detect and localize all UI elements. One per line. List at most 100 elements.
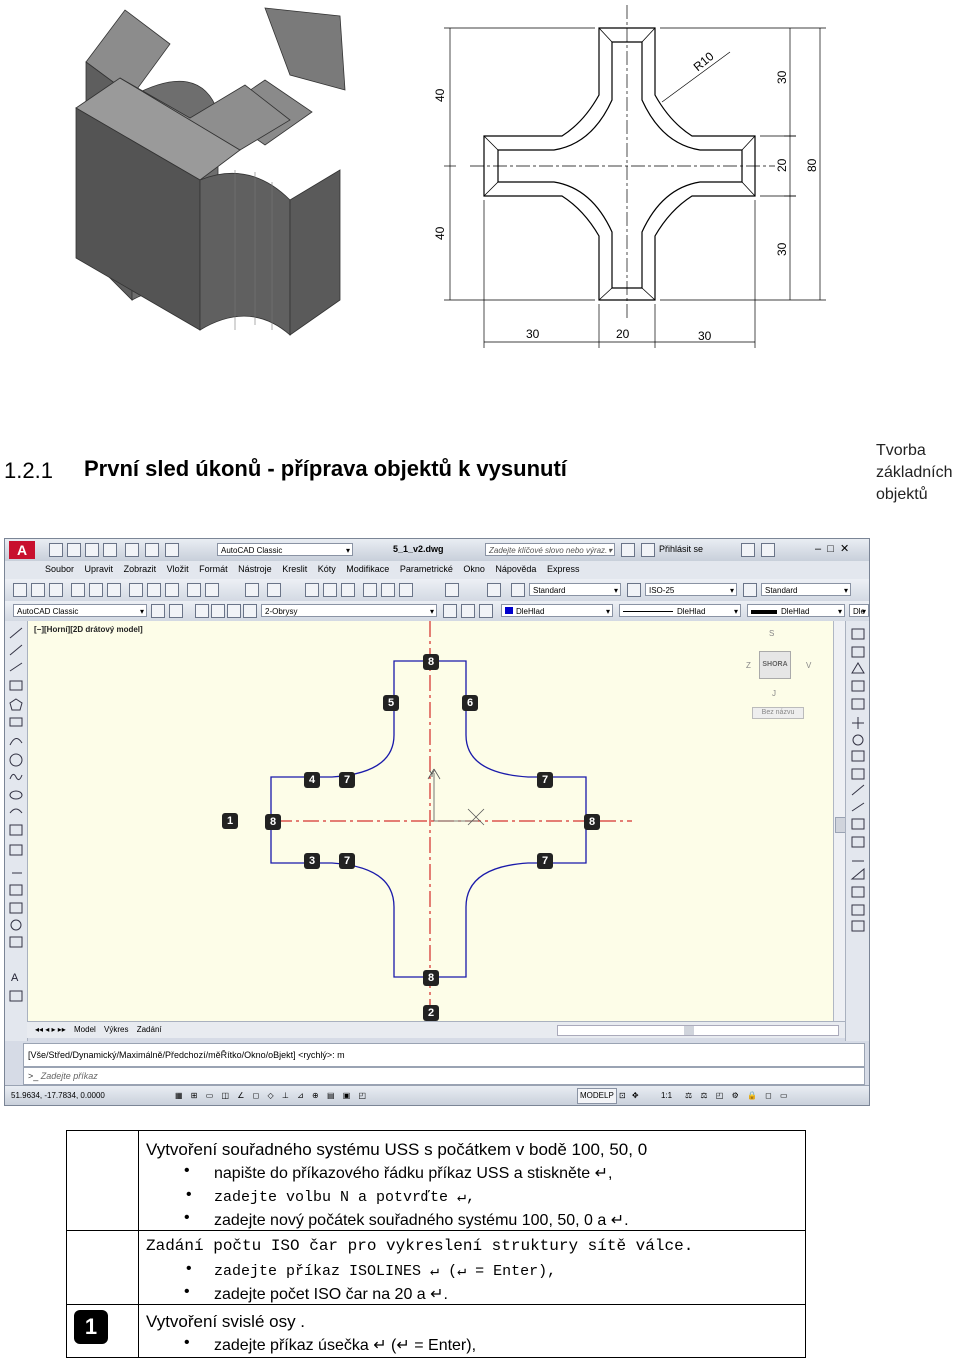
layer-match-icon[interactable] [479, 604, 493, 618]
menu-item[interactable]: Zobrazit [123, 564, 157, 574]
toolbar-icon[interactable] [71, 583, 85, 597]
workspace-select[interactable]: AutoCAD Classic [217, 543, 353, 557]
menu-item[interactable]: Soubor [45, 564, 75, 574]
undo-icon[interactable] [145, 543, 159, 557]
pan-icon[interactable] [305, 583, 319, 597]
toolbar-icon[interactable] [107, 583, 121, 597]
color-select[interactable]: DleHlad [501, 604, 613, 618]
viewport-icon[interactable] [243, 604, 257, 618]
open-file-icon[interactable] [67, 543, 81, 557]
undo-icon[interactable] [245, 583, 259, 597]
tab-nav-icon[interactable]: ◂◂ ◂ ▸ ▸▸ [35, 1025, 66, 1034]
viewcube-north[interactable]: S [769, 629, 775, 638]
toolbar-icon[interactable] [187, 583, 201, 597]
dim-style-select[interactable]: ISO-25 [645, 583, 737, 597]
toolbar-icon[interactable] [205, 583, 219, 597]
tab-model[interactable]: Model [74, 1025, 96, 1034]
layers-toolbar: AutoCAD Classic 2-Obrysy DleHlad DleHlad… [5, 601, 869, 622]
lineweight-select[interactable]: DleHlad [747, 604, 845, 618]
point-badge: 3 [304, 853, 320, 869]
layer-select[interactable]: 2-Obrysy [261, 604, 437, 618]
linetype-select[interactable]: DleHlad [619, 604, 741, 618]
scroll-thumb[interactable] [684, 1026, 694, 1035]
viewcube-east[interactable]: V [806, 661, 812, 670]
exchange-icon[interactable] [741, 543, 755, 557]
tool-palettes-icon[interactable] [399, 583, 413, 597]
redo-icon[interactable] [267, 583, 281, 597]
bulb-icon[interactable] [195, 604, 209, 618]
signin-link[interactable]: Přihlásit se [659, 544, 704, 554]
plot-icon[interactable] [125, 543, 139, 557]
cross-profile-drawing [270, 621, 632, 1021]
menu-item[interactable]: Okno [463, 564, 485, 574]
redo-icon[interactable] [165, 543, 179, 557]
annotation-scale[interactable]: 1:1 [661, 1091, 673, 1100]
command-prompt[interactable]: Zadejte příkaz [40, 1071, 98, 1081]
command-line[interactable]: >_ Zadejte příkaz [23, 1067, 865, 1085]
autocad-logo-icon[interactable]: A [9, 541, 35, 559]
zoom-window-icon[interactable] [341, 583, 355, 597]
workspace-select-2[interactable]: AutoCAD Classic [13, 604, 147, 618]
menu-item[interactable]: Kóty [317, 564, 336, 574]
draw-toolbar-icons[interactable]: A [5, 621, 27, 1041]
menu-item[interactable]: Modifikace [346, 564, 390, 574]
calculator-icon[interactable] [445, 583, 459, 597]
model-paper-toggle[interactable]: MODELP [577, 1088, 617, 1104]
toolbar-icon[interactable] [165, 583, 179, 597]
drafting-toggles[interactable]: ▦ ⊞ ▭ ◫ ∠ ◻ ◇ ⊥ ⊿ ⊕ ▤ ▣ ◰ [175, 1091, 370, 1100]
design-center-icon[interactable] [381, 583, 395, 597]
save-as-icon[interactable] [103, 543, 117, 557]
window-controls[interactable]: – □ ✕ [815, 543, 850, 555]
zoom-icon[interactable] [323, 583, 337, 597]
menu-item[interactable]: Formát [199, 564, 228, 574]
menu-item[interactable]: Nápověda [495, 564, 537, 574]
plot-style-select[interactable]: Dle [849, 604, 869, 618]
sun-icon[interactable] [211, 604, 225, 618]
toolbar-icon[interactable] [89, 583, 103, 597]
table-column-divider [138, 1130, 139, 1358]
menu-item[interactable]: Nástroje [238, 564, 272, 574]
layer-manager-icon[interactable] [169, 604, 183, 618]
menu-item[interactable]: Upravit [84, 564, 114, 574]
help-icon[interactable] [761, 543, 775, 557]
point-badge: 6 [462, 695, 478, 711]
save-icon[interactable] [85, 543, 99, 557]
isometric-model-image [75, 7, 346, 336]
toolbar-icon[interactable] [147, 583, 161, 597]
annotation-tools-icon[interactable]: ⚖ ⚖ ◰ ⚙ 🔒 ◻ ▭ [685, 1091, 791, 1100]
layer-previous-icon[interactable] [461, 604, 475, 618]
new-file-icon[interactable] [49, 543, 63, 557]
tab-layout[interactable]: Zadání [136, 1025, 162, 1034]
viewcube[interactable]: S Z V SHORA J Bez názvu [728, 629, 818, 729]
modify-toolbar-icons[interactable] [846, 621, 870, 1041]
toolbar-icon[interactable] [49, 583, 63, 597]
text-style-select[interactable]: Standard [529, 583, 621, 597]
drawing-canvas[interactable]: [−][Horní][2D drátový model] Y 8 5 6 4 7… [28, 621, 833, 1021]
wcs-menu[interactable]: Bez názvu [752, 707, 804, 719]
properties-icon[interactable] [363, 583, 377, 597]
lock-icon[interactable] [227, 604, 241, 618]
viewcube-south[interactable]: J [772, 689, 776, 698]
toolbar-icon[interactable] [129, 583, 143, 597]
search-input[interactable]: Zadejte klíčové slovo nebo výraz. [485, 543, 615, 557]
settings-icon[interactable] [151, 604, 165, 618]
menu-item[interactable]: Kreslit [282, 564, 308, 574]
viewcube-west[interactable]: Z [746, 661, 751, 670]
user-icon[interactable] [641, 543, 655, 557]
menu-item[interactable]: Vložit [166, 564, 189, 574]
toolbar-icon[interactable] [31, 583, 45, 597]
toolbar-icon[interactable] [13, 583, 27, 597]
search-icon[interactable] [621, 543, 635, 557]
dim-label-40-bottom: 40 [433, 226, 447, 240]
help-icon[interactable] [487, 583, 501, 597]
viewport-label[interactable]: [−][Horní][2D drátový model] [34, 625, 143, 634]
viewcube-top-face[interactable]: SHORA [759, 651, 791, 679]
step-item: zadejte příkaz ISOLINES ↵ (↵ = Enter), [184, 1260, 556, 1280]
layer-current-icon[interactable] [443, 604, 457, 618]
horizontal-scrollbar[interactable] [557, 1025, 839, 1036]
menu-item[interactable]: Parametrické [399, 564, 453, 574]
tab-layout[interactable]: Výkres [104, 1025, 129, 1034]
menu-item[interactable]: Express [546, 564, 580, 574]
table-style-select[interactable]: Standard [761, 583, 851, 597]
viewport-tools-icon[interactable]: ⊡ ✥ [619, 1091, 641, 1100]
